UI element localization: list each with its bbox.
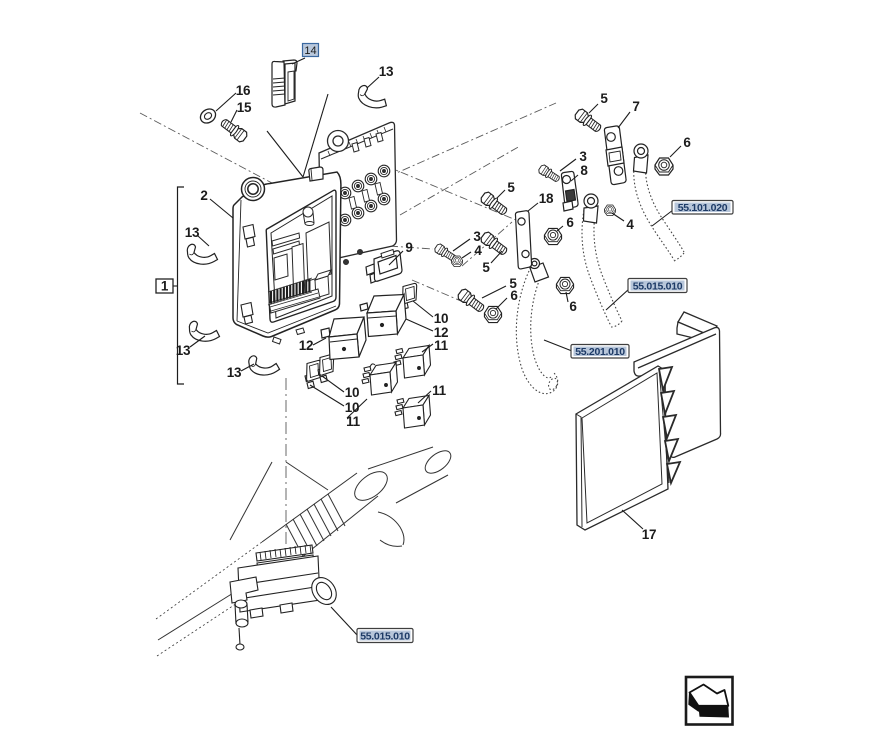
- svg-text:4: 4: [626, 217, 634, 232]
- svg-text:10: 10: [345, 400, 360, 415]
- svg-text:10: 10: [345, 385, 360, 400]
- svg-text:8: 8: [580, 163, 588, 178]
- svg-text:5: 5: [600, 91, 608, 106]
- svg-text:7: 7: [632, 99, 639, 114]
- svg-text:17: 17: [642, 527, 657, 542]
- svg-text:18: 18: [539, 191, 554, 206]
- svg-text:55.201.010: 55.201.010: [575, 346, 625, 358]
- svg-text:12: 12: [434, 325, 449, 340]
- svg-text:11: 11: [434, 338, 449, 353]
- svg-text:13: 13: [185, 225, 200, 240]
- svg-text:6: 6: [566, 215, 574, 230]
- svg-text:5: 5: [507, 180, 515, 195]
- svg-text:9: 9: [405, 240, 412, 255]
- svg-text:13: 13: [227, 365, 242, 380]
- svg-text:6: 6: [683, 135, 691, 150]
- svg-text:4: 4: [474, 243, 482, 258]
- svg-text:13: 13: [176, 343, 191, 358]
- svg-text:5: 5: [509, 276, 517, 291]
- svg-text:12: 12: [299, 338, 314, 353]
- svg-text:13: 13: [379, 64, 394, 79]
- svg-text:2: 2: [200, 188, 207, 203]
- svg-text:14: 14: [304, 45, 316, 57]
- svg-text:3: 3: [579, 149, 587, 164]
- svg-text:6: 6: [569, 299, 577, 314]
- svg-text:55.015.010: 55.015.010: [360, 631, 410, 643]
- svg-text:3: 3: [473, 229, 481, 244]
- svg-text:11: 11: [346, 414, 361, 429]
- svg-text:55.101.020: 55.101.020: [678, 202, 728, 214]
- svg-text:10: 10: [434, 311, 449, 326]
- svg-text:6: 6: [510, 288, 518, 303]
- svg-text:5: 5: [482, 260, 490, 275]
- svg-text:15: 15: [237, 100, 252, 115]
- svg-text:11: 11: [432, 383, 447, 398]
- svg-text:16: 16: [236, 83, 251, 98]
- svg-text:1: 1: [161, 279, 169, 294]
- svg-text:55.015.010: 55.015.010: [633, 281, 683, 293]
